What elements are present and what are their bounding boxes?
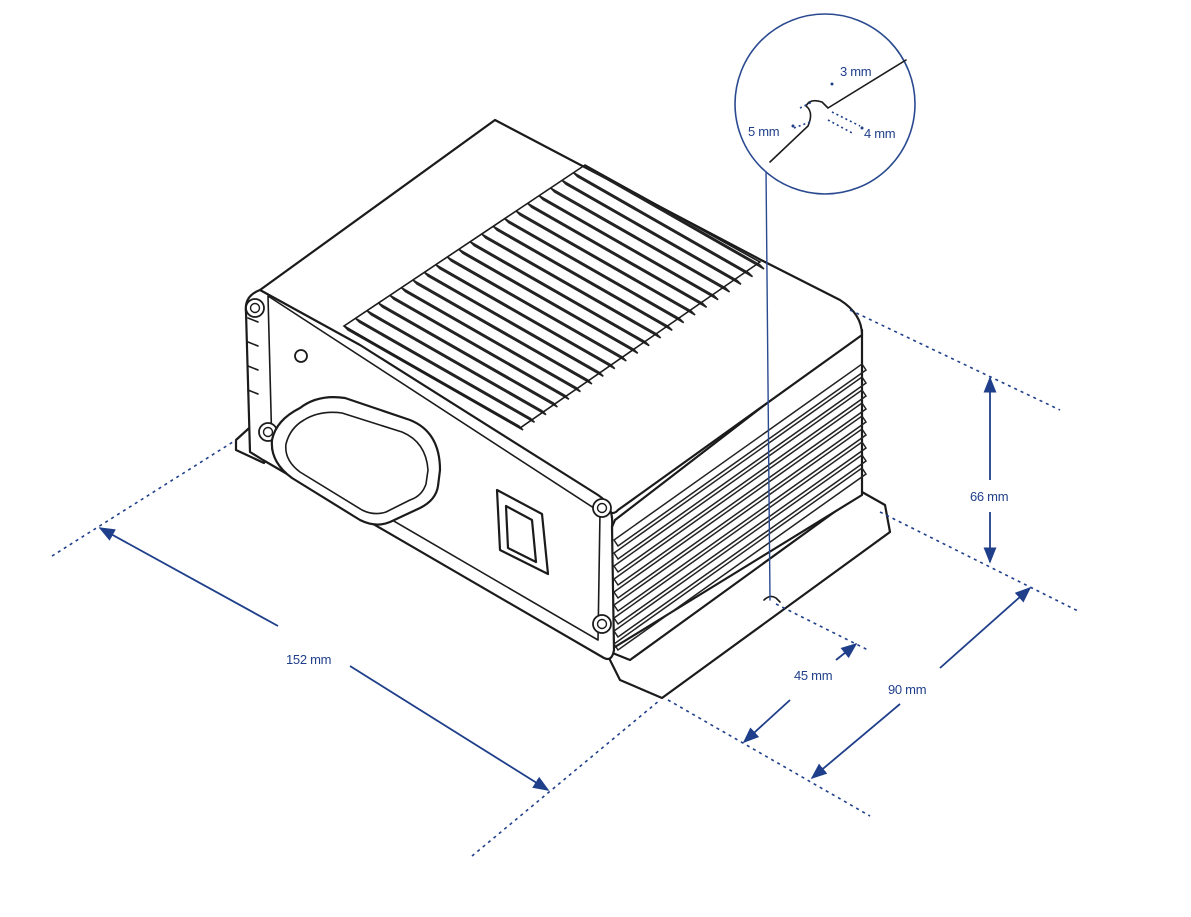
heatsink-fin <box>389 294 570 400</box>
heatsink-fin <box>492 225 673 331</box>
led-indicator <box>294 349 308 363</box>
power-socket <box>270 396 442 526</box>
detail-callout: 3 mm 5 mm 4 mm <box>734 13 916 601</box>
height-label: 66 mm <box>970 489 1008 504</box>
heatsink-fins <box>342 164 765 431</box>
side-fin <box>612 401 868 587</box>
side-fin <box>612 388 868 574</box>
length-label: 152 mm <box>286 652 331 667</box>
side-fin <box>612 440 868 626</box>
rocker-switch <box>495 488 550 576</box>
heatsink-fin <box>400 287 581 393</box>
side-fin <box>612 414 868 600</box>
front-face-rim <box>267 295 601 641</box>
heatsink-fin <box>550 187 731 293</box>
screw-top-right <box>592 498 612 518</box>
dimension-depth: 90 mm <box>667 586 1032 817</box>
heatsink-fin <box>515 210 696 316</box>
heatsink-fin <box>572 172 754 278</box>
side-fin <box>612 427 868 613</box>
heatsink-fin <box>435 264 616 370</box>
side-fin <box>612 362 868 548</box>
heatsink-fin <box>366 310 547 416</box>
detail-edge <box>769 59 907 163</box>
heatsink-fin <box>504 218 685 324</box>
heatsink-fin <box>354 317 536 423</box>
heatsink-fin <box>469 241 650 347</box>
side-fin <box>612 453 868 639</box>
dimension-height: 66 mm <box>849 309 1081 613</box>
heatsink-fin <box>446 256 627 362</box>
dimension-length: 152 mm <box>51 439 661 857</box>
heatsink-fin <box>481 233 662 339</box>
heatsink-fin <box>412 279 593 385</box>
left-side-ribs <box>247 317 259 395</box>
screw-top-left <box>245 298 265 318</box>
screw-bottom-right <box>592 614 612 634</box>
heatsink-fin <box>561 179 742 285</box>
heatsink-fin <box>538 195 719 301</box>
side-fin <box>612 375 868 561</box>
heatsink-fin <box>584 164 765 270</box>
mounting-flange-right <box>603 490 892 700</box>
slot-width-label: 3 mm <box>840 64 871 79</box>
dimension-hole-offset: 45 mm <box>742 603 869 744</box>
heatsink-fin <box>423 271 604 377</box>
depth-label: 90 mm <box>888 682 926 697</box>
mounting-slot <box>763 595 781 603</box>
heatsink-fin <box>458 248 639 354</box>
side-fin <box>612 466 868 652</box>
slot-depth-label: 5 mm <box>748 124 779 139</box>
device-housing <box>234 118 892 700</box>
side-fins <box>612 362 868 652</box>
heatsink-fin <box>527 202 708 308</box>
slot-length-label: 4 mm <box>864 126 895 141</box>
heatsink-fin <box>377 302 558 408</box>
hole-offset-label: 45 mm <box>794 668 832 683</box>
heatsink-fin <box>343 325 524 431</box>
heatsink-outline <box>342 164 762 429</box>
